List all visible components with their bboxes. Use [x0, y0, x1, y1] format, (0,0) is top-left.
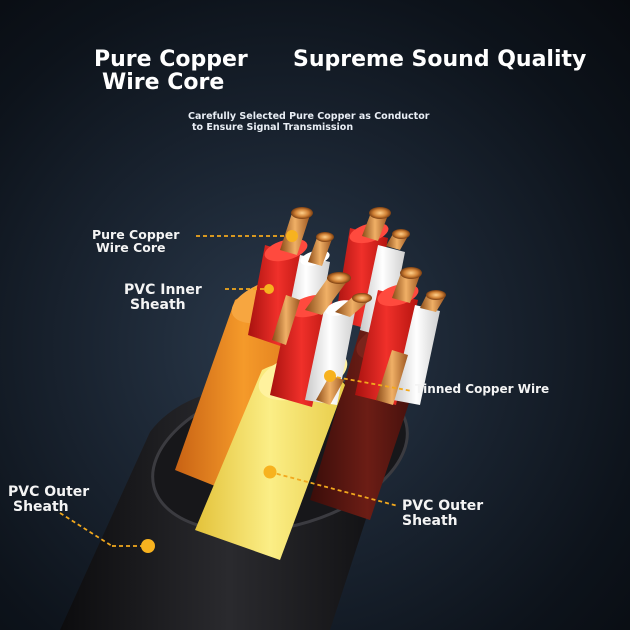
callout-pvc-inner: PVC Inner Sheath: [124, 283, 202, 312]
leader-dots: [141, 230, 336, 553]
headline-pure-copper: Pure Copper Wire Core: [94, 48, 248, 94]
callout-pvc-outer-right-line2: Sheath: [402, 512, 458, 529]
yellow-sheath: [195, 362, 345, 560]
subtitle: Carefully Selected Pure Copper as Conduc…: [188, 111, 430, 134]
callout-pure-copper-line1: Pure Copper: [92, 227, 180, 242]
leader-lines: [59, 235, 413, 547]
callout-pvc-inner-line1: PVC Inner: [124, 282, 202, 298]
callout-pure-copper: Pure Copper Wire Core: [92, 228, 179, 254]
headline-left-line1: Pure Copper: [94, 47, 248, 72]
callout-pvc-outer-left: PVC Outer Sheath: [8, 485, 89, 514]
subtitle-line1: Carefully Selected Pure Copper as Conduc…: [188, 111, 430, 122]
callout-pvc-outer-right-line1: PVC Outer: [402, 498, 484, 514]
callout-pvc-inner-line2: Sheath: [130, 296, 186, 313]
headline-sound-quality: Supreme Sound Quality: [293, 47, 587, 72]
callout-pvc-outer-right: PVC Outer Sheath: [402, 499, 483, 528]
callout-pure-copper-line2: Wire Core: [96, 240, 166, 256]
subtitle-line2: to Ensure Signal Transmission: [192, 121, 354, 133]
callout-pvc-outer-left-line2: Sheath: [13, 498, 69, 515]
callout-pvc-outer-left-line1: PVC Outer: [8, 484, 90, 500]
callout-tinned-copper: Tinned Copper Wire: [415, 382, 550, 396]
headline-left-line2: Wire Core: [102, 70, 225, 96]
copper-strands: [272, 207, 446, 405]
